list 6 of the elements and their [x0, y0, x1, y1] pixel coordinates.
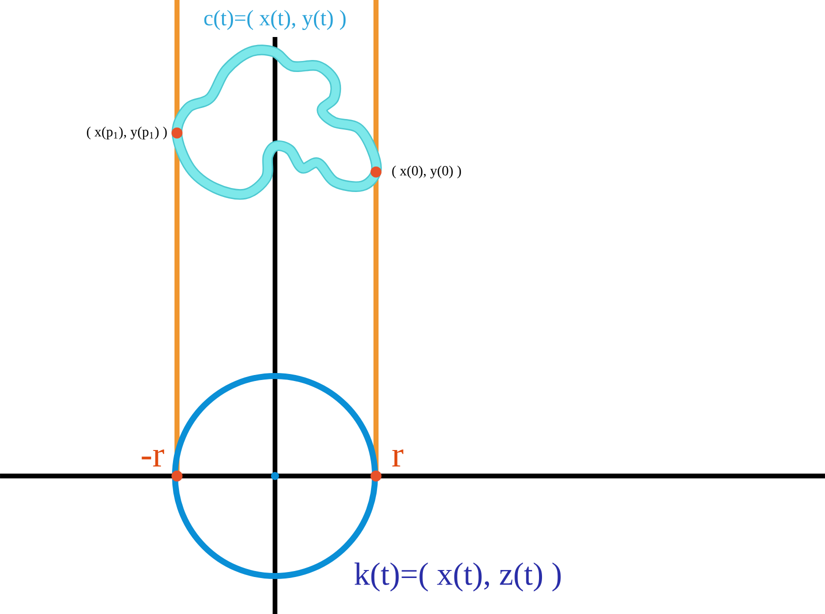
math-label: r: [392, 450, 404, 466]
math-label: k(t)=( x(t), z(t) ): [354, 562, 561, 592]
math-label: c(t)=( x(t), y(t) ): [204, 10, 346, 30]
math-label: ( x(0), y(0) ): [392, 166, 461, 178]
math-label: ( x(p$_{1}$), y(p$_{1}$) ): [86, 126, 167, 140]
math-label: -r: [142, 450, 164, 466]
